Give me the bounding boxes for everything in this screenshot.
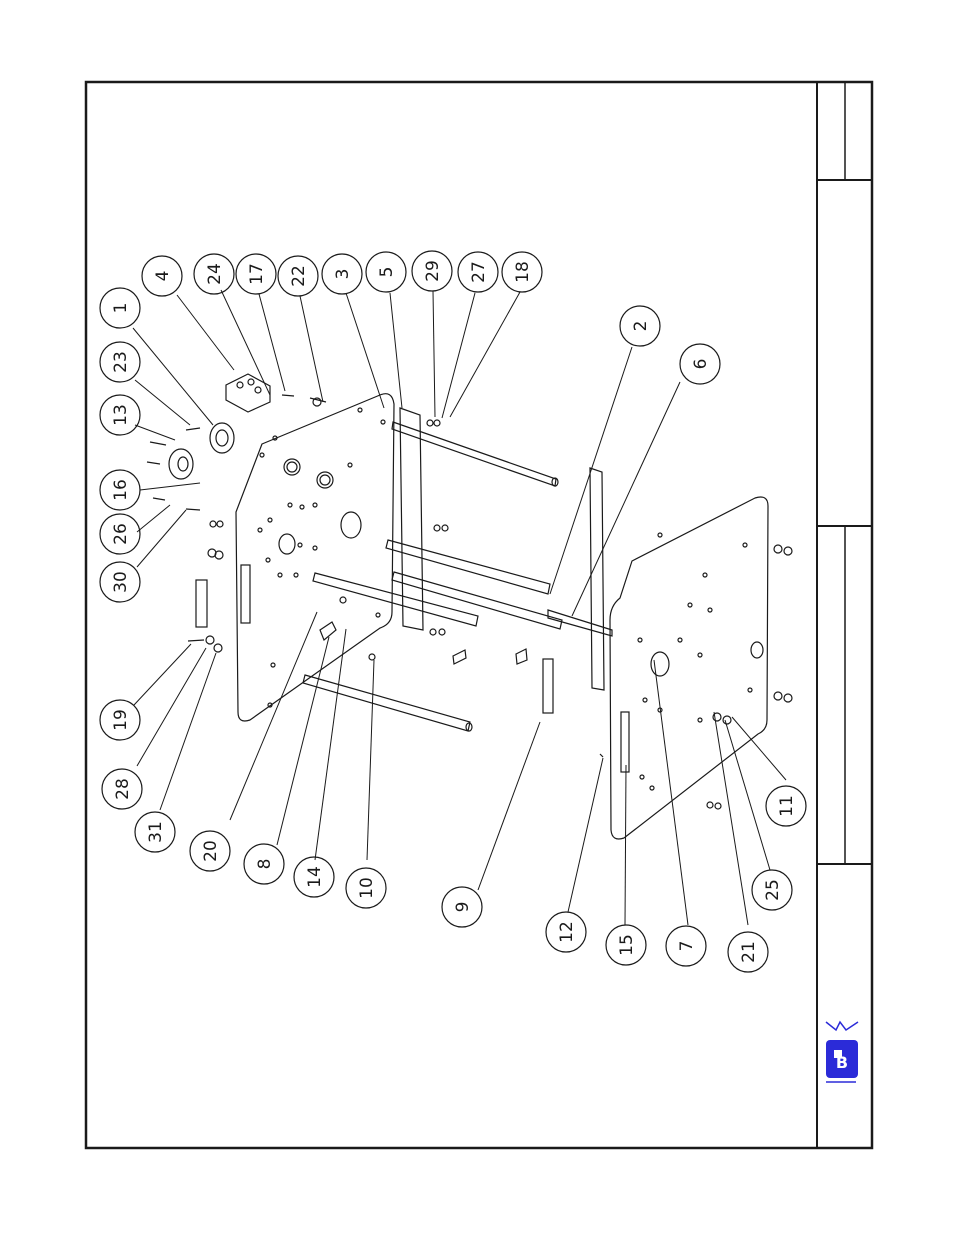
callout-c29: 29 xyxy=(412,251,452,291)
callout-c8: 8 xyxy=(244,844,284,884)
callout-c19: 19 xyxy=(100,700,140,740)
callout-c14: 14 xyxy=(294,857,334,897)
callout-c27: 27 xyxy=(458,252,498,292)
callout-c25: 25 xyxy=(752,870,792,910)
callout-c5: 5 xyxy=(366,252,406,292)
callout-c13: 13 xyxy=(100,395,140,435)
left-side-plate xyxy=(196,394,394,721)
callout-label: 2 xyxy=(631,321,651,332)
callout-c22: 22 xyxy=(278,256,318,296)
callout-label: 23 xyxy=(111,351,131,373)
callout-c10: 10 xyxy=(346,868,386,908)
callout-label: 8 xyxy=(255,859,275,870)
callout-label: 24 xyxy=(205,263,225,285)
callout-label: 15 xyxy=(617,934,637,956)
callout-c30: 30 xyxy=(100,562,140,602)
callout-c1: 1 xyxy=(100,288,140,328)
callout-label: 28 xyxy=(113,778,133,800)
callout-c3: 3 xyxy=(322,254,362,294)
drawing-border xyxy=(86,82,872,1148)
callout-label: 6 xyxy=(691,359,711,370)
callout-c31: 31 xyxy=(135,812,175,852)
callout-label: 31 xyxy=(146,821,166,843)
callout-c24: 24 xyxy=(194,254,234,294)
callout-c21: 21 xyxy=(728,932,768,972)
callout-label: 10 xyxy=(357,877,377,899)
callout-c18: 18 xyxy=(502,252,542,292)
callout-label: 12 xyxy=(557,921,577,943)
callout-label: 7 xyxy=(677,941,697,952)
callout-c20: 20 xyxy=(190,831,230,871)
callout-c7: 7 xyxy=(666,926,706,966)
callout-c17: 17 xyxy=(236,254,276,294)
callout-c2: 2 xyxy=(620,306,660,346)
callout-label: 27 xyxy=(469,261,489,283)
callout-c4: 4 xyxy=(142,256,182,296)
callout-c28: 28 xyxy=(102,769,142,809)
callout-c11: 11 xyxy=(766,786,806,826)
callout-label: 18 xyxy=(513,261,533,283)
callout-label: 29 xyxy=(423,260,443,282)
callout-label: 9 xyxy=(453,902,473,913)
callout-label: 22 xyxy=(289,265,309,287)
callout-label: 4 xyxy=(153,271,173,282)
callout-c9: 9 xyxy=(442,887,482,927)
callout-c26: 26 xyxy=(100,514,140,554)
callout-label: 20 xyxy=(201,840,221,862)
callout-c23: 23 xyxy=(100,342,140,382)
callout-label: 11 xyxy=(777,795,797,817)
callout-label: 5 xyxy=(377,267,397,278)
callout-c15: 15 xyxy=(606,925,646,965)
callout-label: 14 xyxy=(305,866,325,888)
callout-label: 13 xyxy=(111,404,131,426)
company-logo-icon: B xyxy=(826,1022,858,1082)
right-side-plate xyxy=(610,497,768,839)
callout-c12: 12 xyxy=(546,912,586,952)
callout-label: 30 xyxy=(111,571,131,593)
leader-lines xyxy=(133,290,786,925)
callout-label: 25 xyxy=(763,879,783,901)
callout-label: 1 xyxy=(111,303,131,314)
callout-label: 21 xyxy=(739,941,759,963)
callout-label: 19 xyxy=(111,709,131,731)
callout-c16: 16 xyxy=(100,470,140,510)
rods-and-bars xyxy=(303,408,612,731)
callout-label: 3 xyxy=(333,269,353,280)
callout-c6: 6 xyxy=(680,344,720,384)
callout-label: 26 xyxy=(111,523,131,545)
callout-label: 16 xyxy=(111,479,131,501)
logo-letter: B xyxy=(836,1053,848,1072)
callout-label: 17 xyxy=(247,263,267,285)
